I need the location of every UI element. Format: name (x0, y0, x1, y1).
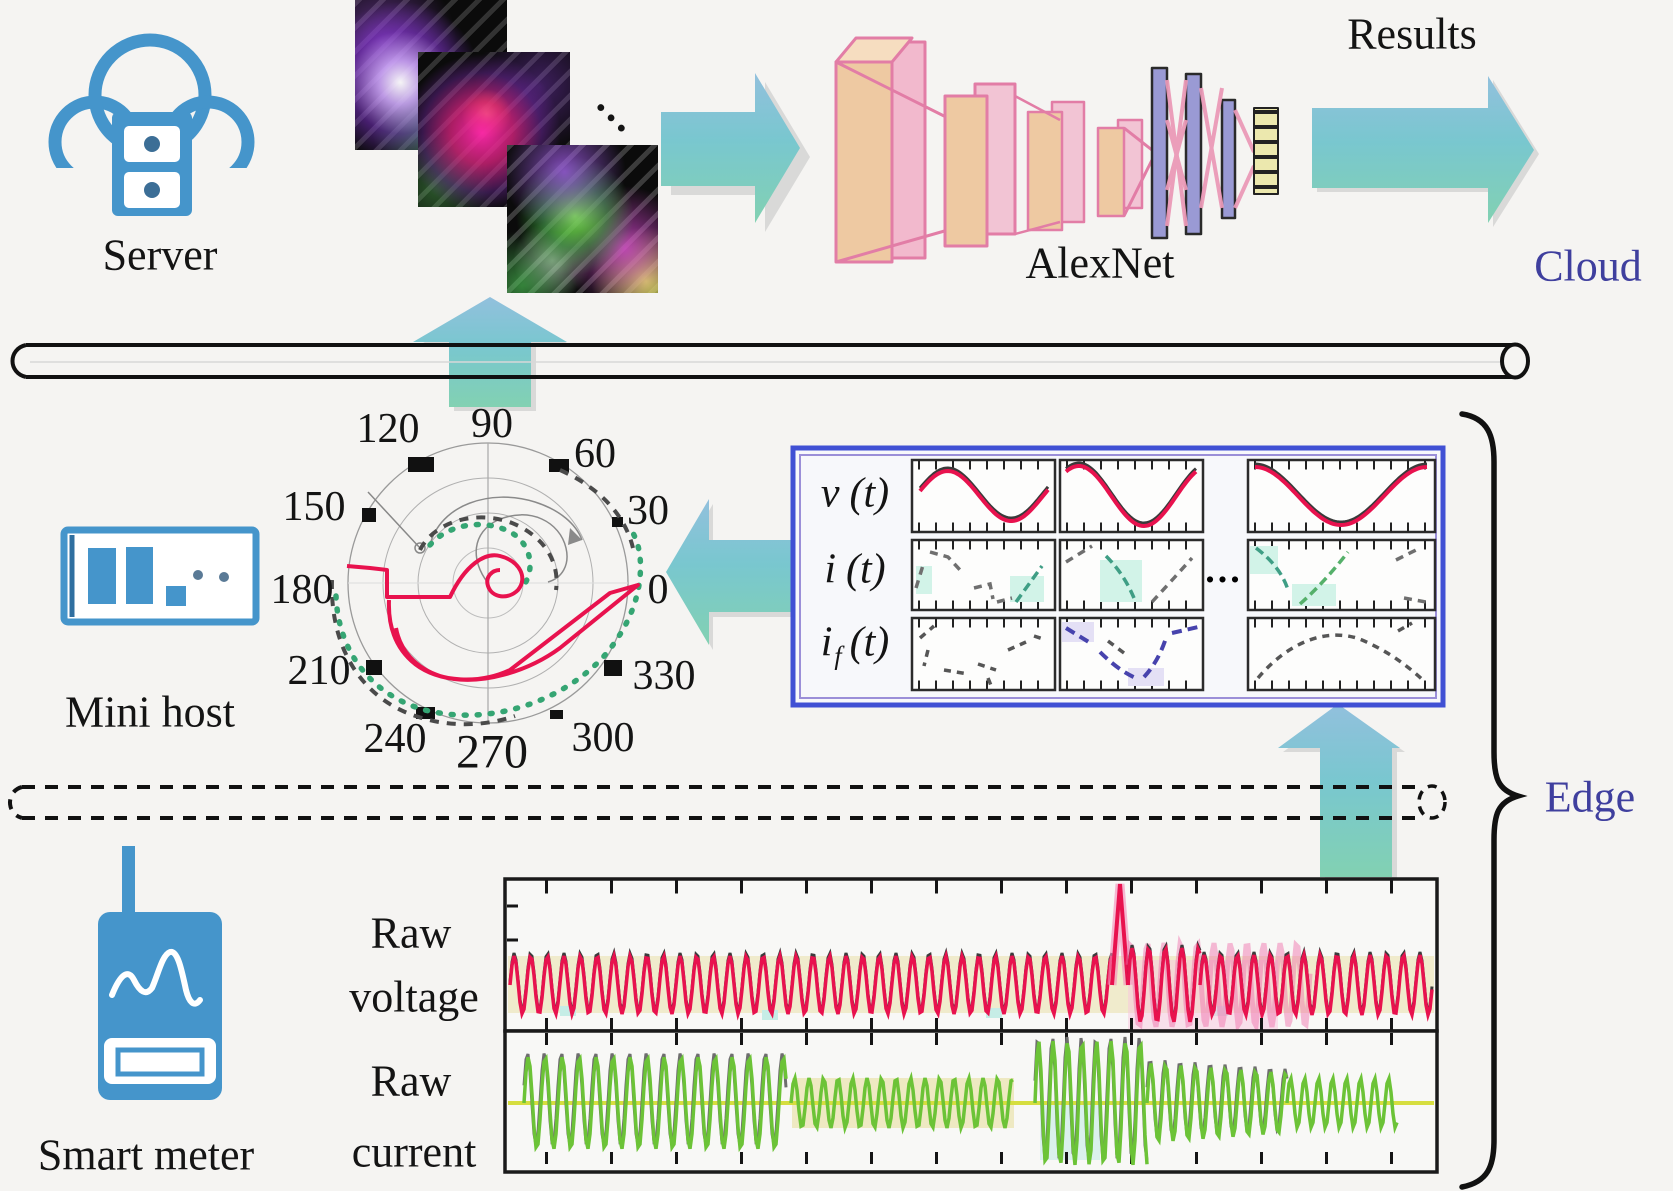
fault-current-symbol-arg: (t) (849, 619, 890, 666)
raw-voltage-label-line1: Raw (370, 908, 452, 958)
edge-meter-boundary-dashed-pipe (8, 784, 1447, 820)
polar-trajectory-plot (329, 442, 644, 727)
arrow-images-to-alexnet (661, 73, 810, 232)
polar-label-210: 210 (287, 648, 351, 694)
raw-current-label-line1: Raw (370, 1056, 452, 1106)
polar-label-0: 0 (647, 567, 669, 613)
cloud-edge-boundary-pipe (10, 342, 1530, 380)
results-label: Results (1347, 9, 1477, 59)
panel-ellipsis: ... (1205, 549, 1243, 591)
polar-label-30: 30 (627, 488, 669, 534)
panel-fault-current-waveforms (918, 621, 1426, 689)
panel-row-label-fault-current: if(t) (821, 618, 890, 671)
arrow-polar-to-images (413, 297, 572, 411)
polar-label-180: 180 (270, 567, 334, 613)
polar-angle-ticks (362, 457, 623, 719)
panel-current-waveforms (914, 544, 1427, 606)
polar-label-300: 300 (571, 715, 635, 761)
raw-voltage-plot (503, 877, 1439, 1035)
smart-meter-label: Smart meter (37, 1130, 255, 1180)
polar-label-150: 150 (282, 484, 346, 530)
fault-current-symbol: i (820, 619, 833, 666)
arrow-alexnet-to-cloud (1312, 76, 1539, 227)
arrow-rawplots-to-panel (1278, 704, 1405, 881)
panel-cells (910, 458, 1437, 692)
fault-current-symbol-sub: f (834, 641, 842, 671)
panel-voltage-waveforms (918, 461, 1428, 529)
arrow-panel-to-polar (666, 499, 797, 650)
server-label: Server (102, 230, 218, 280)
alexnet-network-graphic (834, 36, 1279, 264)
raw-voltage-label-line2: voltage (349, 972, 479, 1022)
cloud-label: Cloud (1534, 241, 1642, 291)
polar-label-90: 90 (471, 401, 513, 447)
feature-image-tile-3 (507, 145, 658, 293)
current-symbol: i (824, 546, 837, 593)
current-symbol-arg: (t) (846, 546, 886, 593)
raw-current-plot (503, 1018, 1439, 1174)
voltage-symbol-arg: (t) (849, 470, 890, 517)
segmented-waveforms-panel (790, 445, 1446, 708)
polar-label-240: 240 (363, 716, 427, 762)
panel-row-label-voltage: v(t) (821, 469, 889, 522)
edge-brace (1459, 411, 1528, 1190)
alexnet-label: AlexNet (1025, 238, 1175, 288)
mini-host-label: Mini host (65, 687, 235, 737)
polar-label-60: 60 (574, 431, 616, 477)
raw-current-label-line2: current (351, 1127, 477, 1177)
polar-series-green-dashed (333, 521, 644, 718)
mini-host-icon (60, 526, 260, 626)
server-icon (40, 33, 265, 220)
polar-series-red-solid (346, 553, 640, 682)
voltage-symbol: v (820, 470, 840, 517)
polar-label-270: 270 (456, 725, 528, 779)
smart-meter-icon (98, 846, 222, 1100)
edge-label: Edge (1544, 772, 1636, 822)
polar-series-gray-dashed (329, 468, 635, 727)
polar-label-330: 330 (632, 653, 696, 699)
polar-label-120: 120 (356, 406, 420, 452)
panel-row-label-current: i(t) (824, 545, 885, 598)
